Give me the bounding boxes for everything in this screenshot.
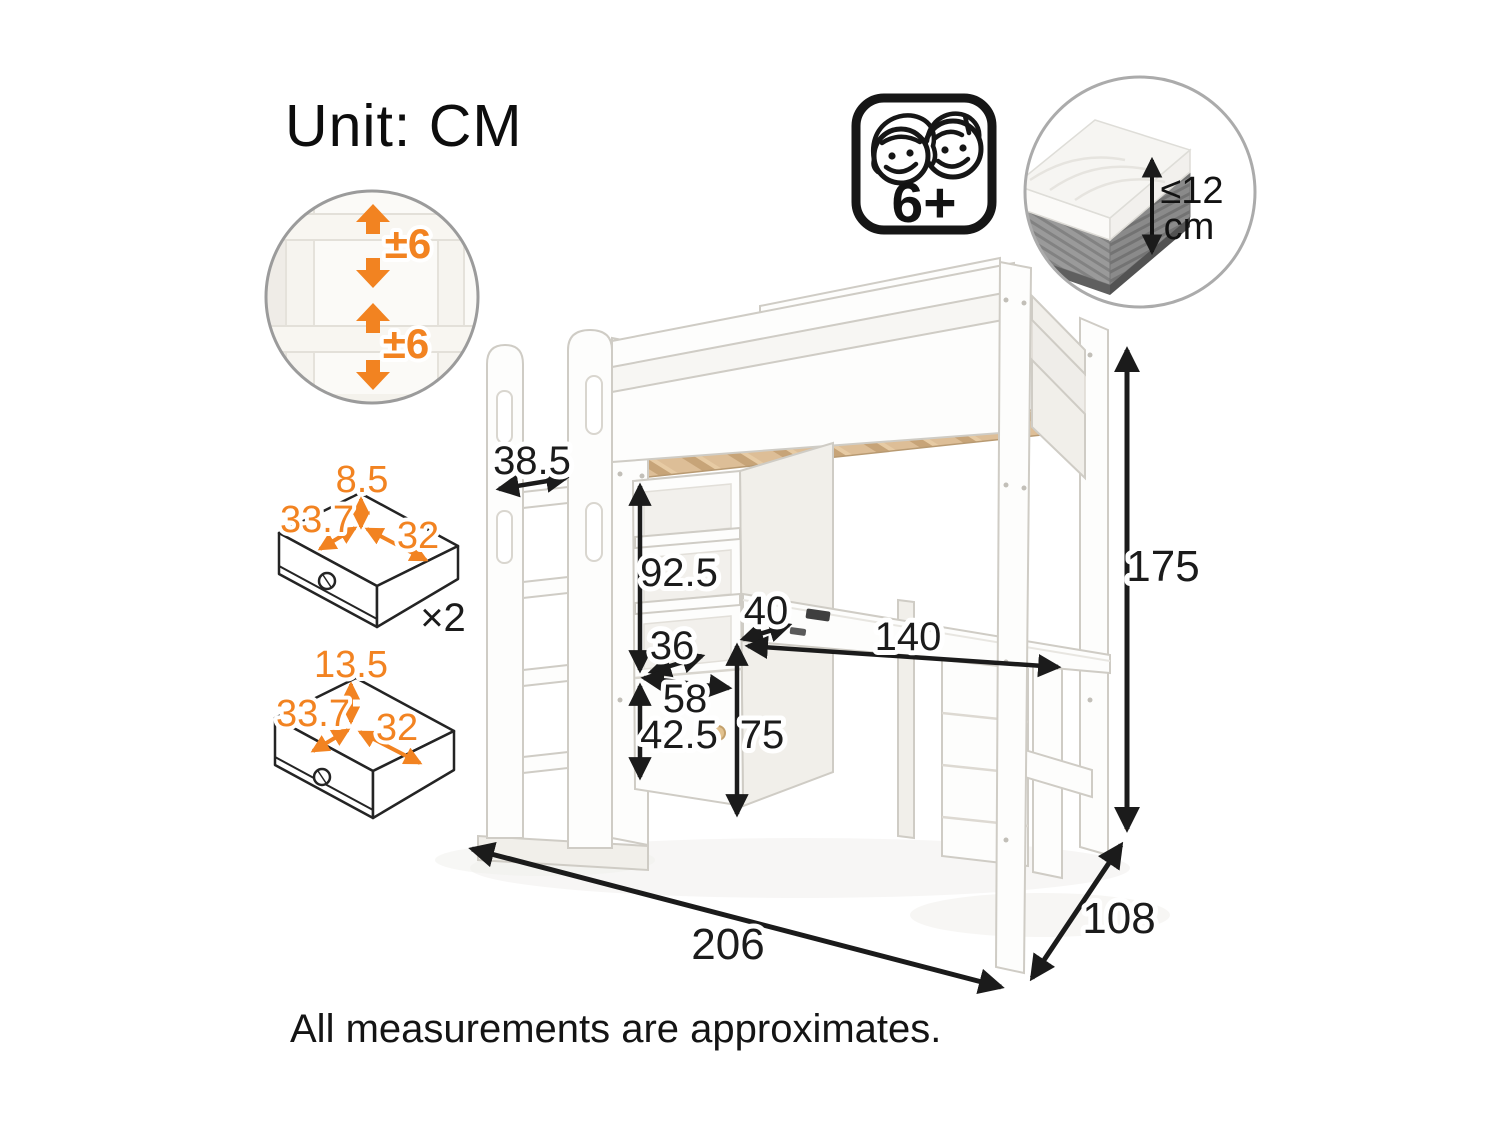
drawer-knob-line <box>317 770 327 784</box>
ladder-rung <box>522 663 569 688</box>
dim-label-shelf-height: 92.5 <box>640 551 718 595</box>
ladder-rung <box>522 575 569 600</box>
dim-label-desk-depth: 40 <box>744 589 789 633</box>
dim-label-shelf-width: 58 <box>663 677 708 721</box>
boy-eye <box>941 146 949 154</box>
dim-label-overall-height: 175 <box>1126 542 1199 591</box>
adjust-up-arrow-icon <box>356 303 390 333</box>
front-right-post <box>994 260 1033 975</box>
drawer-width-arrow <box>357 730 423 765</box>
door-knob <box>710 725 726 741</box>
dim-label-desk-height: 75 <box>740 713 785 757</box>
dimension-arrow-overall-depth <box>1029 841 1124 982</box>
dimension-arrow-desk-length <box>744 635 1062 678</box>
boy-smile-icon <box>935 156 971 169</box>
small-drawer-qty-label: ×2 <box>420 596 466 640</box>
girl-eye <box>906 149 914 157</box>
inset-circle-border <box>264 189 480 405</box>
boy-hair-icon <box>924 111 982 144</box>
loft-bed-illustration <box>477 256 1111 975</box>
drawer-depth-arrow <box>310 728 351 753</box>
small-drawer-height-label: 8.5 <box>336 459 389 501</box>
drawer-lip-line <box>278 565 378 620</box>
drawer-side-face <box>375 544 460 629</box>
mattress-unit-label: cm <box>1164 206 1215 248</box>
dimension-arrow-shelf-width <box>640 668 733 698</box>
girl-hair-icon <box>870 113 937 163</box>
drawer-knob-line <box>322 574 332 588</box>
age-badge-label: 6+ <box>892 171 957 235</box>
dim-label-ladder-depth: 38.5 <box>493 439 571 483</box>
large-drawer-width-label: 32 <box>376 707 418 749</box>
girl-hair-lock-icon <box>928 143 938 169</box>
large-drawer-diagram: 13.5 33.7 32 <box>272 640 456 820</box>
drawer-side-face <box>371 729 456 820</box>
ladder-handle-cutout <box>496 390 513 444</box>
page-title: Unit: CM <box>285 93 522 159</box>
girl-smile-icon <box>883 161 919 174</box>
dim-label-overall-depth: 108 <box>1082 894 1155 943</box>
girl-hair-lock-icon <box>871 157 881 175</box>
adjust-top-label: ±6 <box>385 220 431 267</box>
age-badge: 6+ <box>851 93 997 235</box>
large-drawer-height-label: 13.5 <box>314 644 388 686</box>
adjust-bottom-label: ±6 <box>383 320 429 367</box>
adjust-up-arrow-icon <box>356 204 390 234</box>
dim-label-cabinet-height: 42.5 <box>640 713 718 757</box>
mattress-base-edge-side <box>1110 217 1190 295</box>
dim-label-shelf-depth: 36 <box>650 624 695 668</box>
dim-label-desk-length: 140 <box>875 615 942 659</box>
ladder-handle-cutout <box>585 502 603 562</box>
ladder-right-stile <box>567 328 613 849</box>
small-drawer-depth-label: 33.7 <box>280 499 354 541</box>
desk-port <box>805 608 831 622</box>
adjust-down-arrow-icon <box>356 360 390 390</box>
footnote: All measurements are approximates. <box>290 1007 941 1051</box>
ladder-adjust-inset: ±6 ±6 <box>264 189 480 405</box>
inset-rung <box>266 394 478 403</box>
dim-label-overall-length: 206 <box>691 920 764 969</box>
head-top-rail <box>1031 293 1086 377</box>
ladder-left-stile <box>486 343 524 839</box>
desk-port-small <box>789 627 807 636</box>
dimension-arrow-ladder-depth <box>495 469 570 498</box>
drawer-width-arrow <box>364 527 429 562</box>
ladder-handle-cutout <box>496 510 513 564</box>
small-drawer-diagram: 8.5 33.7 32 ×2 <box>276 455 469 643</box>
drawer-depth-arrow <box>317 526 358 551</box>
ladder-handle-cutout <box>585 375 603 435</box>
boy-hair-part-icon <box>962 113 972 136</box>
ladder-rung <box>522 485 569 510</box>
bed-dimension-arrows <box>468 346 1140 995</box>
boy-eye <box>959 144 967 152</box>
girl-fringe-icon <box>879 134 923 146</box>
dimension-arrow-overall-length <box>468 841 1005 995</box>
ladder-rung <box>522 750 569 775</box>
mattress-thickness-badge: ≤12 cm <box>1023 75 1257 309</box>
small-drawer-width-label: 32 <box>397 515 439 557</box>
mattress-circle-border <box>1023 75 1257 309</box>
boy-fringe-icon <box>931 129 965 142</box>
adjust-down-arrow-icon <box>356 258 390 288</box>
girl-eye <box>888 152 896 160</box>
head-guard-band <box>1031 357 1086 481</box>
ladder <box>486 328 613 849</box>
large-drawer-depth-label: 33.7 <box>276 693 350 735</box>
mattress-thickness-label: ≤12 <box>1160 170 1223 212</box>
